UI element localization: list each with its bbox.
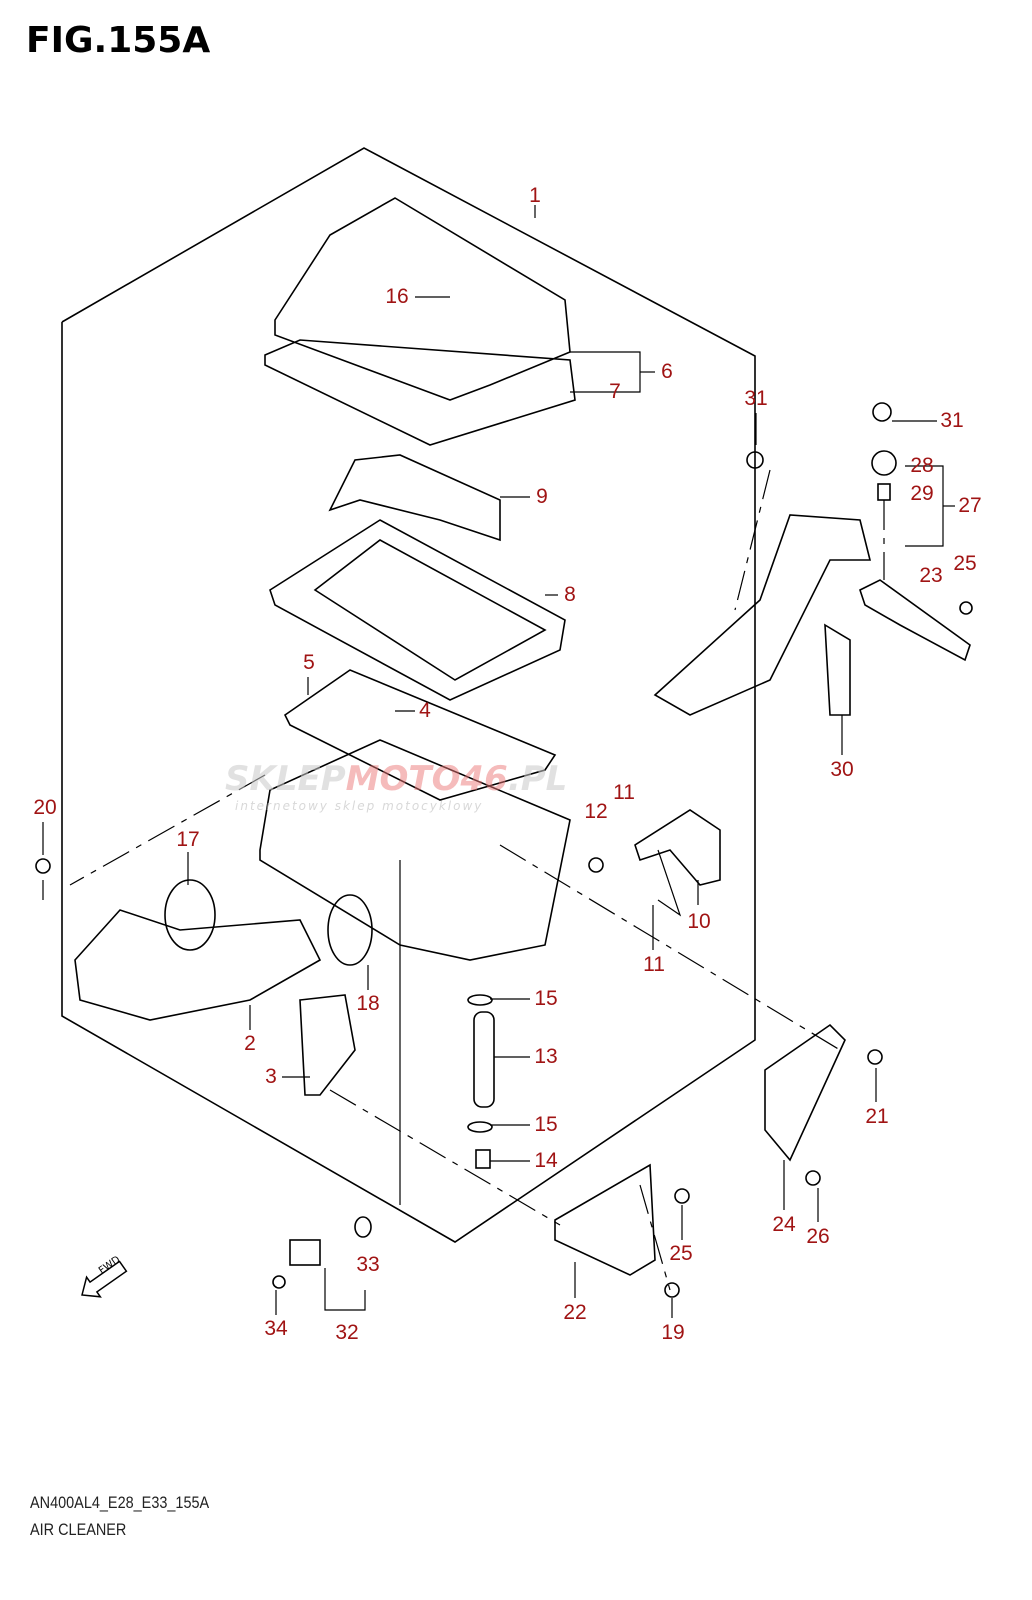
callout-label: 17 — [176, 828, 200, 851]
figure-title: FIG.155A — [26, 20, 211, 61]
watermark-part: SKLEP — [225, 759, 346, 799]
callout-label: 9 — [536, 485, 548, 508]
callout-label: 18 — [356, 992, 380, 1015]
air-cleaner-cover — [274, 197, 571, 401]
bracket — [554, 1163, 656, 1276]
cover-seal — [264, 339, 576, 446]
callout-label: 12 — [584, 800, 608, 823]
callout-label: 10 — [687, 910, 711, 933]
callout-label: 26 — [806, 1225, 830, 1248]
callout-label: 11 — [613, 781, 635, 804]
callout-label: 7 — [609, 380, 621, 403]
callout-label: 32 — [335, 1321, 359, 1344]
callout-label: 34 — [264, 1317, 288, 1340]
bolt-icons — [35, 402, 973, 1298]
drain-tube — [473, 1011, 495, 1108]
callout-label: 6 — [661, 360, 673, 383]
clamp — [327, 894, 373, 966]
callout-label: 30 — [830, 758, 854, 781]
callout-label: 13 — [534, 1045, 558, 1068]
watermark: SKLEPMOTO46.PL — [225, 760, 567, 798]
callout-label: 24 — [772, 1213, 796, 1236]
callout-label: 27 — [958, 494, 982, 517]
callout-label: 25 — [669, 1242, 693, 1265]
callout-label: 11 — [643, 953, 665, 976]
callout-label: 29 — [910, 482, 934, 505]
callout-label: 2 — [244, 1032, 256, 1055]
clamp — [164, 879, 216, 951]
callout-label: 28 — [910, 454, 934, 477]
assembly-frame — [61, 147, 756, 1243]
holder — [299, 994, 356, 1096]
diagram-name: AIR CLEANER — [30, 1520, 127, 1539]
bracket — [653, 514, 872, 716]
bracket-plate — [824, 623, 851, 716]
callout-label: 14 — [534, 1149, 558, 1172]
callout-label: 4 — [419, 699, 431, 722]
watermark-part: MOTO46 — [345, 759, 508, 799]
callout-label: 3 — [265, 1065, 277, 1088]
leader-lines — [42, 205, 955, 1318]
callout-label: 20 — [33, 796, 57, 819]
callout-label: 5 — [303, 651, 315, 674]
sensor — [289, 1239, 321, 1266]
plug — [475, 1149, 491, 1169]
outlet-tube — [74, 909, 322, 1021]
intake-duct — [328, 454, 501, 542]
callout-label: 8 — [564, 583, 576, 606]
air-cleaner-case — [259, 739, 571, 961]
bracket — [859, 579, 971, 662]
breather-hose — [634, 809, 721, 886]
dash-lines — [69, 469, 885, 1291]
cap — [588, 857, 604, 873]
callout-label: 33 — [356, 1253, 380, 1276]
callout-label: 31 — [940, 409, 964, 432]
callout-label: 21 — [865, 1105, 889, 1128]
callout-label: 19 — [661, 1321, 685, 1344]
watermark-part: .PL — [507, 759, 568, 799]
diagram-code: AN400AL4_E28_E33_155A — [30, 1493, 210, 1512]
callout-label: 31 — [744, 387, 768, 410]
callout-label: 1 — [529, 184, 541, 207]
fwd-arrow-icon — [81, 1260, 128, 1298]
clip — [467, 994, 493, 1006]
filter-mesh — [313, 539, 547, 681]
callout-label: 23 — [919, 564, 943, 587]
air-filter-element — [269, 519, 566, 701]
watermark-subtitle: internetowy sklep motocyklowy — [235, 799, 484, 813]
bracket — [764, 1023, 846, 1162]
callout-label: 22 — [563, 1301, 587, 1324]
callout-label: 25 — [953, 552, 977, 575]
clip — [467, 1121, 493, 1133]
o-ring — [354, 1216, 372, 1238]
gasket — [283, 669, 557, 801]
callout-label: 15 — [534, 987, 558, 1010]
callout-label: 16 — [385, 285, 409, 308]
callout-label: 15 — [534, 1113, 558, 1136]
